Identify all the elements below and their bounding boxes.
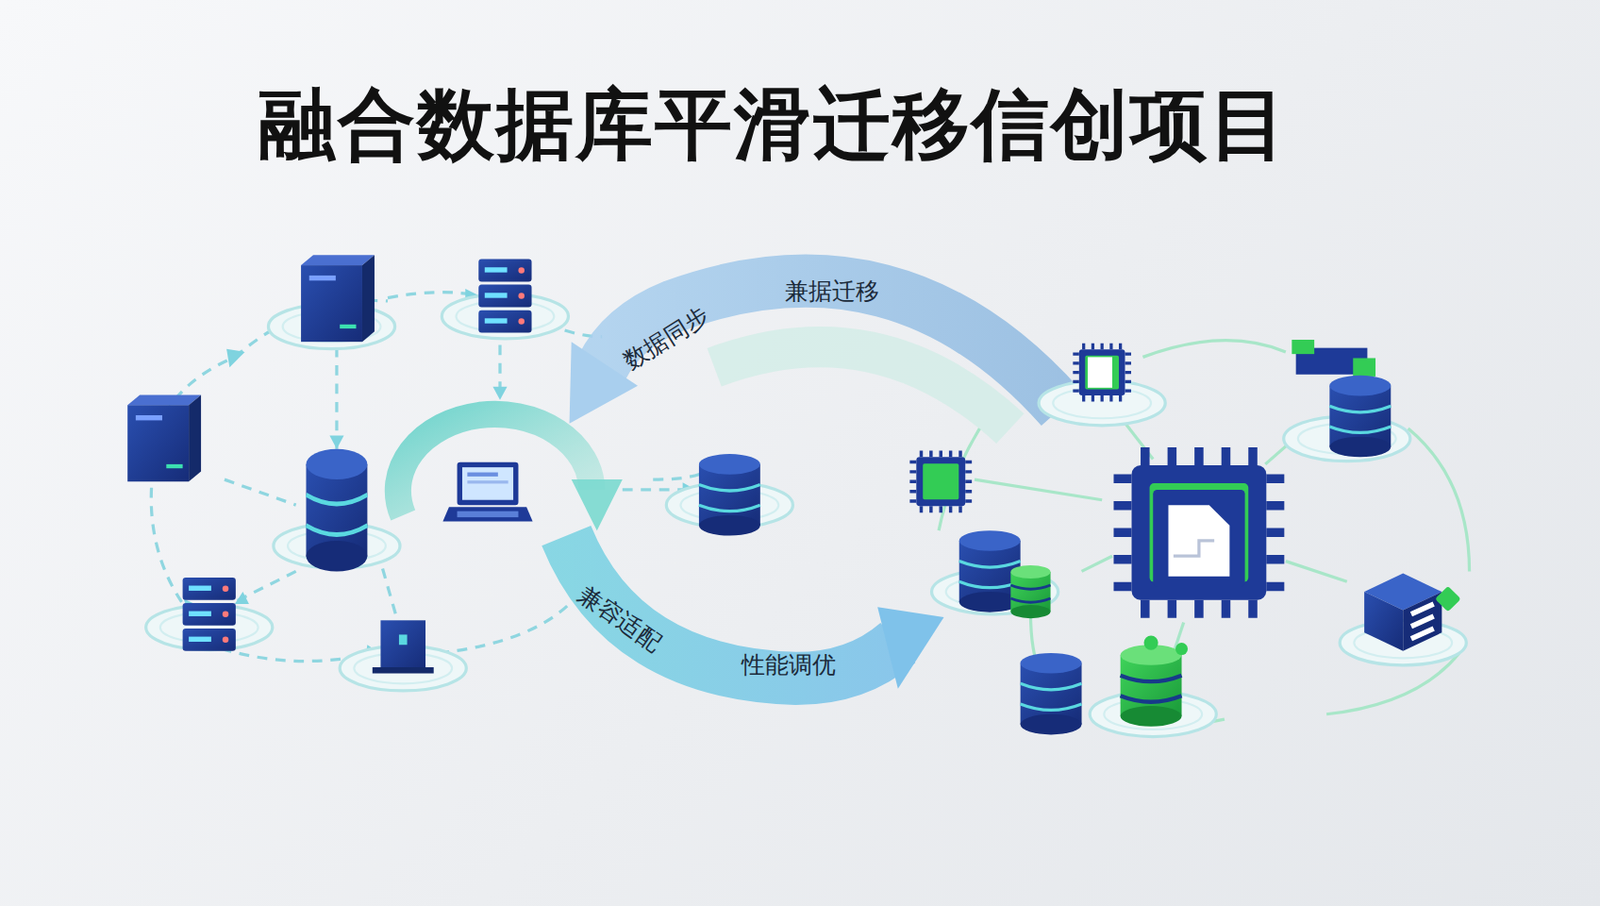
title-text: 融合数据库平滑迁移信创项目 xyxy=(258,73,1289,178)
flow-label: 数据同步 xyxy=(617,300,715,377)
flow-label: 兼据迁移 xyxy=(784,275,880,307)
flow-label: 兼容适配 xyxy=(572,578,668,658)
flow-label: 性能调优 xyxy=(741,649,836,681)
